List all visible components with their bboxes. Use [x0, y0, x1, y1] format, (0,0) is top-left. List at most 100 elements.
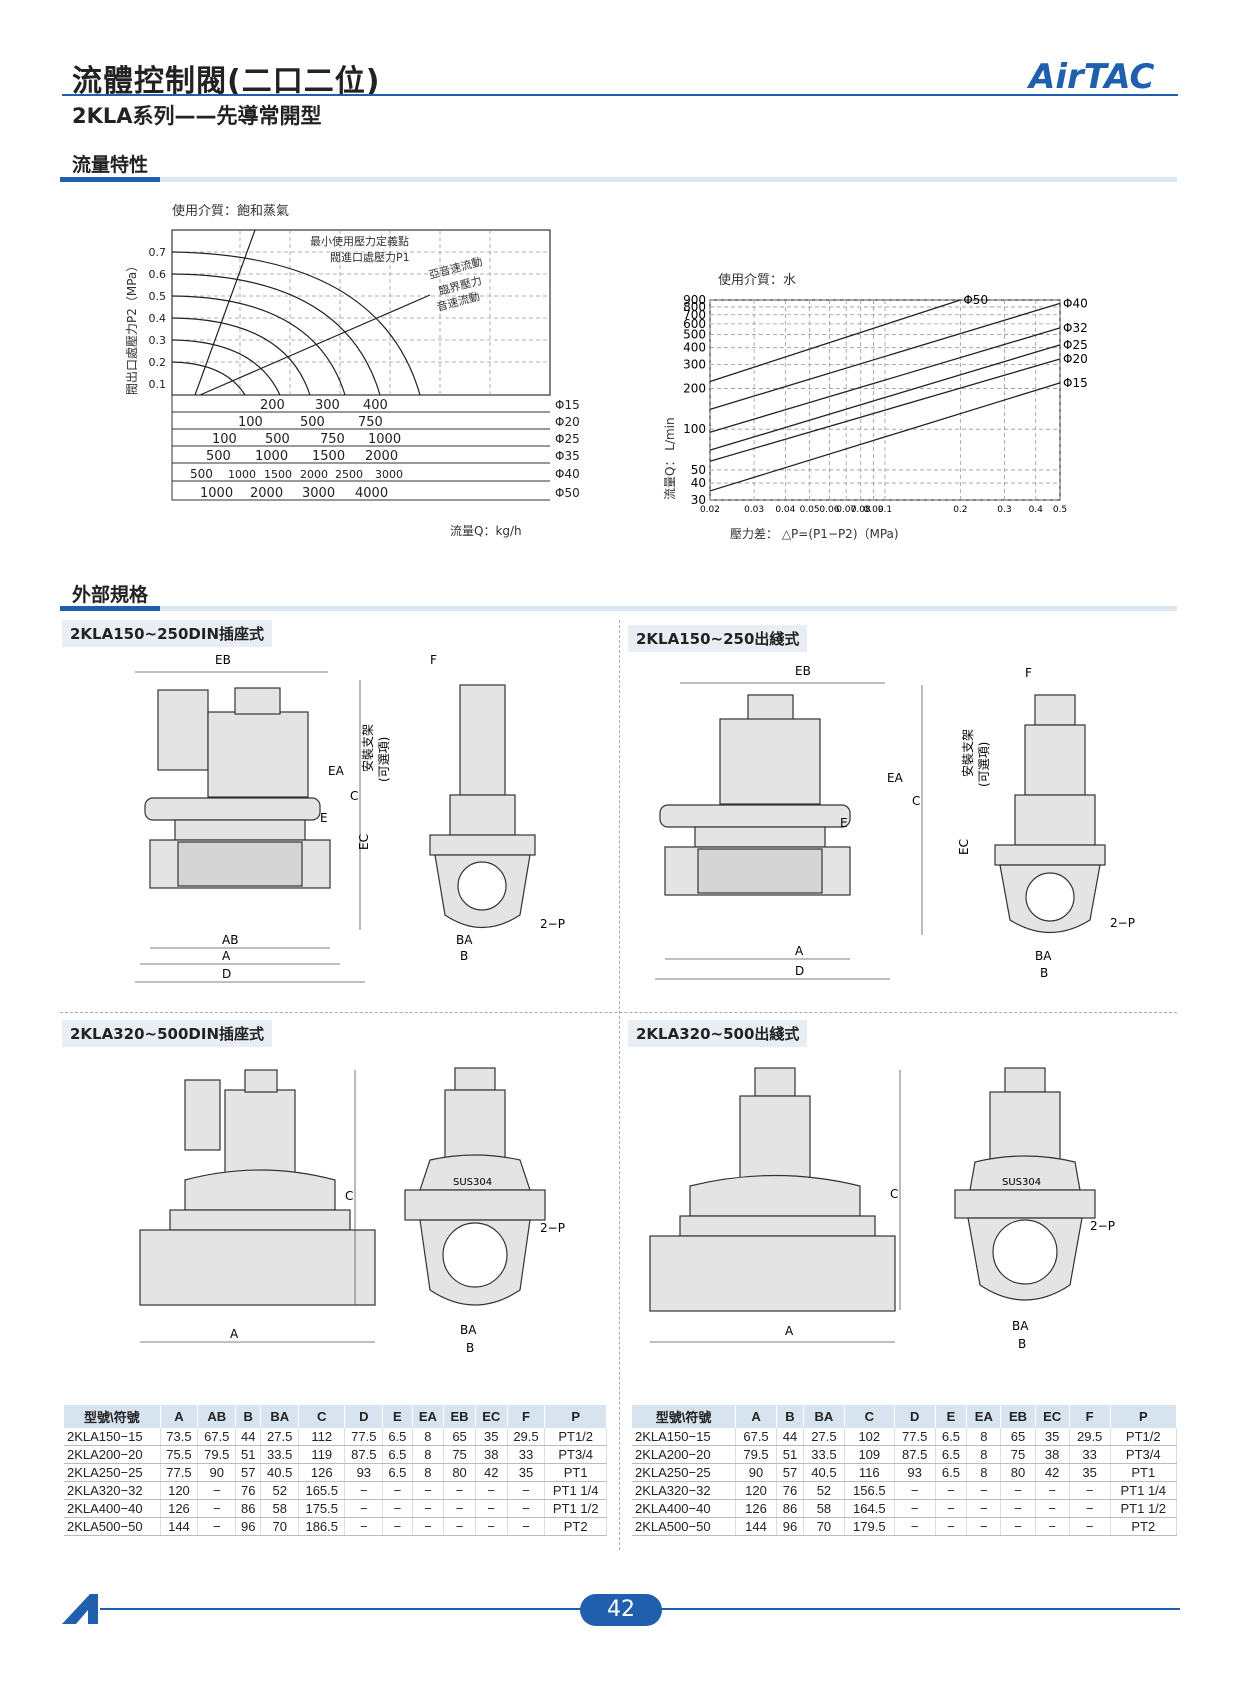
table-cell: − [382, 1499, 413, 1518]
table-cell: − [1035, 1481, 1070, 1500]
steam-scale-sizes: Φ15 Φ20 Φ25 Φ35 Φ40 Φ50 [555, 398, 580, 500]
table-cell: 29.5 [507, 1428, 546, 1446]
valve-front-view [404, 1067, 546, 1306]
series-line [709, 299, 961, 383]
steam-medium-label: 使用介質：飽和蒸氣 [172, 203, 289, 219]
table-cell: 156.5 [844, 1481, 895, 1500]
water-ytick: 800 [683, 300, 706, 314]
water-xtick: 0.03 [744, 505, 764, 515]
dim-2p: 2−P [540, 1221, 565, 1235]
scale-tick: 1000 [200, 486, 233, 501]
brand-logo-text: AirTAC [1026, 57, 1155, 97]
water-ytick: 50 [691, 463, 706, 477]
table-cell: 2KLA150−15 [64, 1428, 161, 1446]
table-cell: 6.5 [935, 1463, 968, 1482]
diagram3-dim-lines [140, 1070, 375, 1343]
scale-tick: 1500 [312, 449, 345, 464]
table-cell: 179.5 [844, 1517, 895, 1536]
table-cell: 65 [443, 1428, 476, 1446]
table-cell: PT1 1/4 [544, 1481, 607, 1500]
scale-tick: 2000 [300, 468, 328, 481]
column-header: EC [1035, 1405, 1070, 1428]
table-cell: 35 [475, 1428, 508, 1446]
table-cell: − [1069, 1517, 1111, 1536]
column-header: EA [412, 1405, 445, 1428]
dim-2p: 2−P [1090, 1219, 1115, 1233]
series-line [709, 382, 1061, 492]
table-cell: 57 [235, 1463, 262, 1482]
dim-b: B [460, 949, 468, 963]
table-cell: 29.5 [1069, 1428, 1111, 1446]
table-cell: 2KLA200−20 [64, 1445, 161, 1464]
sus-label: SUS304 [453, 1177, 492, 1188]
table-cell: − [1000, 1499, 1036, 1518]
table-cell: − [966, 1481, 1002, 1500]
table-cell: 186.5 [298, 1517, 346, 1536]
scale-tick: 750 [320, 432, 345, 447]
steam-ytick: 0.1 [149, 378, 167, 391]
table-cell: 40.5 [260, 1463, 300, 1482]
table-cell: 120 [735, 1481, 777, 1500]
table-cell: 33 [1069, 1445, 1111, 1464]
scale-tick: 3000 [302, 486, 335, 501]
water-xtick: 0.09 [864, 505, 884, 515]
table-cell: 126 [298, 1463, 346, 1482]
table-cell: 119 [298, 1445, 346, 1464]
table-cell: 6.5 [935, 1445, 968, 1464]
table-cell: 102 [844, 1428, 895, 1446]
table-cell: PT1 1/2 [544, 1499, 607, 1518]
table-cell: PT1 [544, 1463, 607, 1482]
diagram1-drawing: EB EA E C AB A D F EC 安裝支架 (可選項) 2−P BA … [135, 653, 565, 983]
scale-tick: 1000 [368, 432, 401, 447]
table-cell: 38 [475, 1445, 508, 1464]
table-cell: PT1 1/2 [1110, 1499, 1178, 1518]
column-header: P [544, 1405, 607, 1428]
dim-e: E [840, 816, 848, 830]
sus-label: SUS304 [1002, 1177, 1041, 1188]
table-cell: − [507, 1517, 546, 1536]
table-cell: 77.5 [894, 1428, 936, 1446]
table-cell: 6.5 [382, 1428, 413, 1446]
column-header: A [160, 1405, 199, 1428]
water-xtick: 0.07 [836, 505, 856, 515]
scale-tick: 100 [238, 415, 263, 430]
table-cell: PT3/4 [1110, 1445, 1178, 1464]
table-cell: 33 [507, 1445, 546, 1464]
page-subtitle: 2KLA系列——先導常開型 [72, 104, 322, 128]
table-cell: − [443, 1517, 476, 1536]
diagram3-drawing: A C SUS304 2−P BA B [139, 1067, 565, 1355]
table-cell: − [197, 1481, 237, 1500]
dim-2p: 2−P [1110, 916, 1135, 930]
valve-side-view [649, 1067, 896, 1312]
water-xtick: 0.05 [800, 505, 820, 515]
dim-2p: 2−P [540, 917, 565, 931]
series-label: Φ40 [1063, 296, 1088, 310]
table-cell: 8 [412, 1463, 445, 1482]
scale-tick: 2500 [335, 468, 363, 481]
water-title: 使用介質：水 [718, 272, 796, 288]
dim-c: C [890, 1187, 898, 1201]
table-cell: 109 [844, 1445, 895, 1464]
dim-ea: EA [887, 771, 904, 785]
column-header: E [935, 1405, 968, 1428]
scale-tick: 400 [363, 398, 388, 413]
table-cell: 80 [1000, 1463, 1036, 1482]
scale-tick: 500 [265, 432, 290, 447]
steam-ytick: 0.5 [149, 290, 167, 303]
table-cell: 8 [966, 1463, 1002, 1482]
dim-ab: AB [222, 933, 238, 947]
table-cell: 79.5 [735, 1445, 777, 1464]
table-cell: − [1069, 1481, 1111, 1500]
dim-ec: EC [357, 834, 371, 850]
table-cell: 93 [894, 1463, 936, 1482]
table-cell: − [443, 1499, 476, 1518]
table-cell: 35 [1035, 1428, 1070, 1446]
